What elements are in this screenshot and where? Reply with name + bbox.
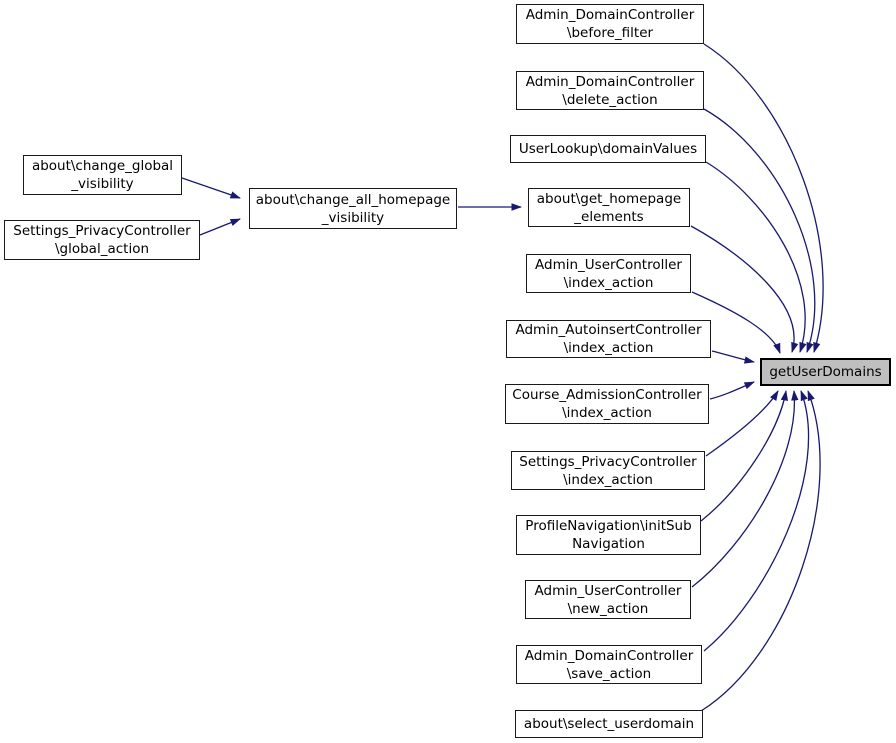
- edge-before_filter-to-getUserDomains: [703, 43, 824, 353]
- node-about-change_global_visibility[interactable]: about\change_global _visibility: [23, 155, 182, 195]
- edge-delete_action-to-getUserDomains: [703, 108, 816, 353]
- node-admin_domaincontroller-before_filter[interactable]: Admin_DomainController \before_filter: [516, 4, 704, 44]
- node-admin_domaincontroller-delete_action[interactable]: Admin_DomainController \delete_action: [516, 71, 704, 110]
- node-getuserdomains-target: getUserDomains: [760, 358, 891, 386]
- edge-global_action-to-change_all_homepage: [199, 218, 241, 236]
- edge-admin_user_index_action-to-getUserDomains: [691, 291, 781, 354]
- node-settings_privacycontroller-global_action[interactable]: Settings_PrivacyController \global_actio…: [4, 220, 200, 260]
- node-about-change_all_homepage_visibility[interactable]: about\change_all_homepage _visibility: [249, 188, 457, 229]
- edge-initSubNavigation-to-getUserDomains: [700, 390, 789, 522]
- node-admin_usercontroller-index_action[interactable]: Admin_UserController \index_action: [526, 254, 691, 293]
- edge-get_homepage_elements-to-getUserDomains: [690, 225, 799, 353]
- edge-select_userdomain-to-getUserDomains: [700, 390, 821, 712]
- node-userlookup-domainvalues[interactable]: UserLookup\domainValues: [510, 135, 706, 163]
- node-settings_privacycontroller-index_action[interactable]: Settings_PrivacyController \index_action: [511, 451, 705, 490]
- edge-new_action-to-getUserDomains: [691, 390, 799, 588]
- node-admin_domaincontroller-save_action[interactable]: Admin_DomainController \save_action: [516, 645, 702, 684]
- node-admin_usercontroller-new_action[interactable]: Admin_UserController \new_action: [525, 580, 691, 619]
- edge-change_global_visibility-to-change_all_homepage: [181, 177, 241, 199]
- edge-course_admission_index_action-to-getUserDomains: [709, 381, 755, 400]
- node-about-select_userdomain[interactable]: about\select_userdomain: [515, 710, 703, 738]
- edge-autoinsert_index_action-to-getUserDomains: [711, 350, 755, 364]
- edge-settings_privacy_index_action-to-getUserDomains: [705, 390, 779, 457]
- node-admin_autoinsertcontroller-index_action[interactable]: Admin_AutoinsertController \index_action: [506, 320, 711, 358]
- node-about-get_homepage_elements[interactable]: about\get_homepage _elements: [528, 188, 690, 227]
- edge-save_action-to-getUserDomains: [703, 390, 810, 652]
- node-profilenavigation-initsubnavigation[interactable]: ProfileNavigation\initSub Navigation: [516, 515, 701, 555]
- edge-domainValues-to-getUserDomains: [705, 161, 807, 353]
- node-course_admissioncontroller-index_action[interactable]: Course_AdmissionController \index_action: [505, 384, 709, 424]
